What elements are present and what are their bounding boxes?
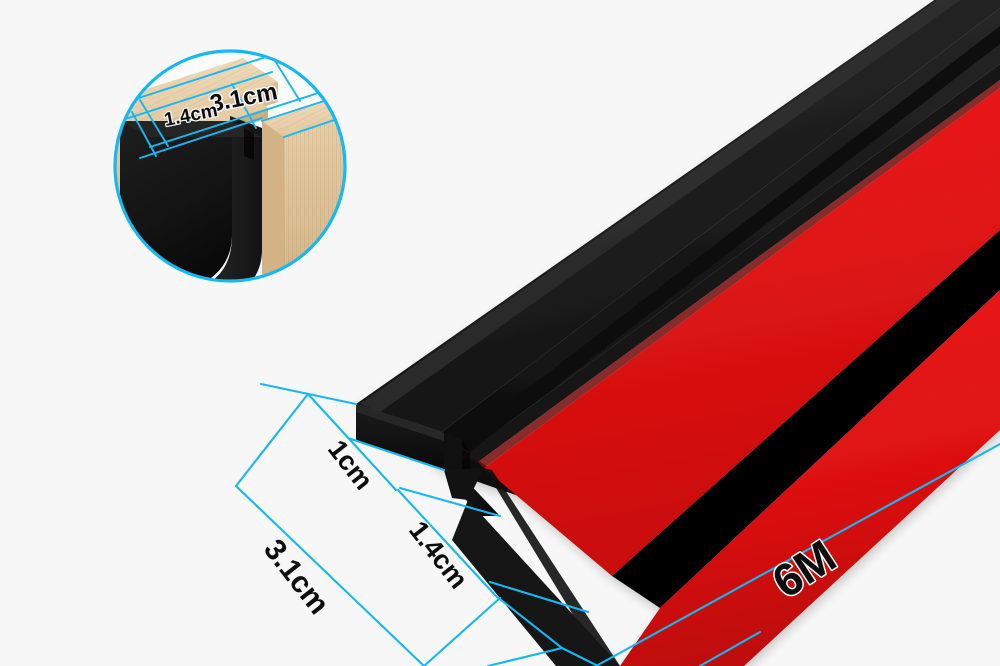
strip-channel-shadow bbox=[462, 26, 1000, 452]
callout-seal-right-edge bbox=[190, 121, 262, 281]
ext-line-flange-bottom bbox=[346, 436, 446, 472]
endcap-flange-plate bbox=[356, 404, 444, 470]
strip-black-stripe bbox=[612, 230, 1000, 608]
ext-line-3p1cm-bottom bbox=[422, 596, 502, 666]
callout-dimline-1p4-upper bbox=[115, 71, 273, 123]
installation-detail-callout: 3.1cm 1.4cm bbox=[113, 49, 347, 283]
callout-ring bbox=[113, 49, 347, 283]
strip-flange-highlight bbox=[360, 0, 961, 412]
strip-red-bleed-line bbox=[478, 80, 1000, 468]
ext-line-base-outer bbox=[488, 580, 590, 614]
strip-dark-band bbox=[468, 64, 1000, 462]
endcap-lip-end bbox=[444, 433, 462, 476]
dimension-lines-profile bbox=[234, 382, 600, 666]
ext-line-3p1cm-top bbox=[234, 392, 310, 488]
dimline-bottom-bracket-right bbox=[560, 646, 600, 666]
callout-dimline-3p1-tick-left bbox=[139, 99, 169, 147]
strip-web-face bbox=[442, 8, 1000, 452]
dimension-line-length bbox=[594, 442, 1000, 666]
strip-red-panel-lower bbox=[620, 290, 1000, 666]
strip-base-dark-band bbox=[452, 500, 620, 666]
endcap-flange-plate-hi bbox=[356, 404, 444, 441]
strip-red-panel-upper bbox=[484, 88, 1000, 576]
ext-line-6m-left bbox=[698, 630, 762, 666]
dimline-1p4cm bbox=[396, 488, 498, 598]
ext-line-base-bottom bbox=[398, 486, 502, 518]
dimline-1cm bbox=[306, 392, 398, 492]
callout-dimline-1p4-lower bbox=[139, 117, 263, 159]
callout-dimline-3p1-tick-right bbox=[271, 55, 301, 102]
dimline-6m bbox=[594, 442, 1000, 666]
endcap-bottom-wedge bbox=[444, 468, 484, 500]
strip-flange-top-face bbox=[356, 0, 1000, 432]
callout-dimline-1p4-tick-left bbox=[131, 111, 157, 157]
callout-gap-shadow bbox=[244, 128, 254, 160]
callout-wood-right-edge bbox=[262, 121, 284, 281]
callout-dimline-3p1-lower bbox=[149, 85, 341, 148]
callout-dimline-1p4-tick-right bbox=[231, 83, 257, 129]
strip-red-left-border bbox=[484, 468, 620, 666]
dimline-3p1cm bbox=[234, 484, 426, 666]
